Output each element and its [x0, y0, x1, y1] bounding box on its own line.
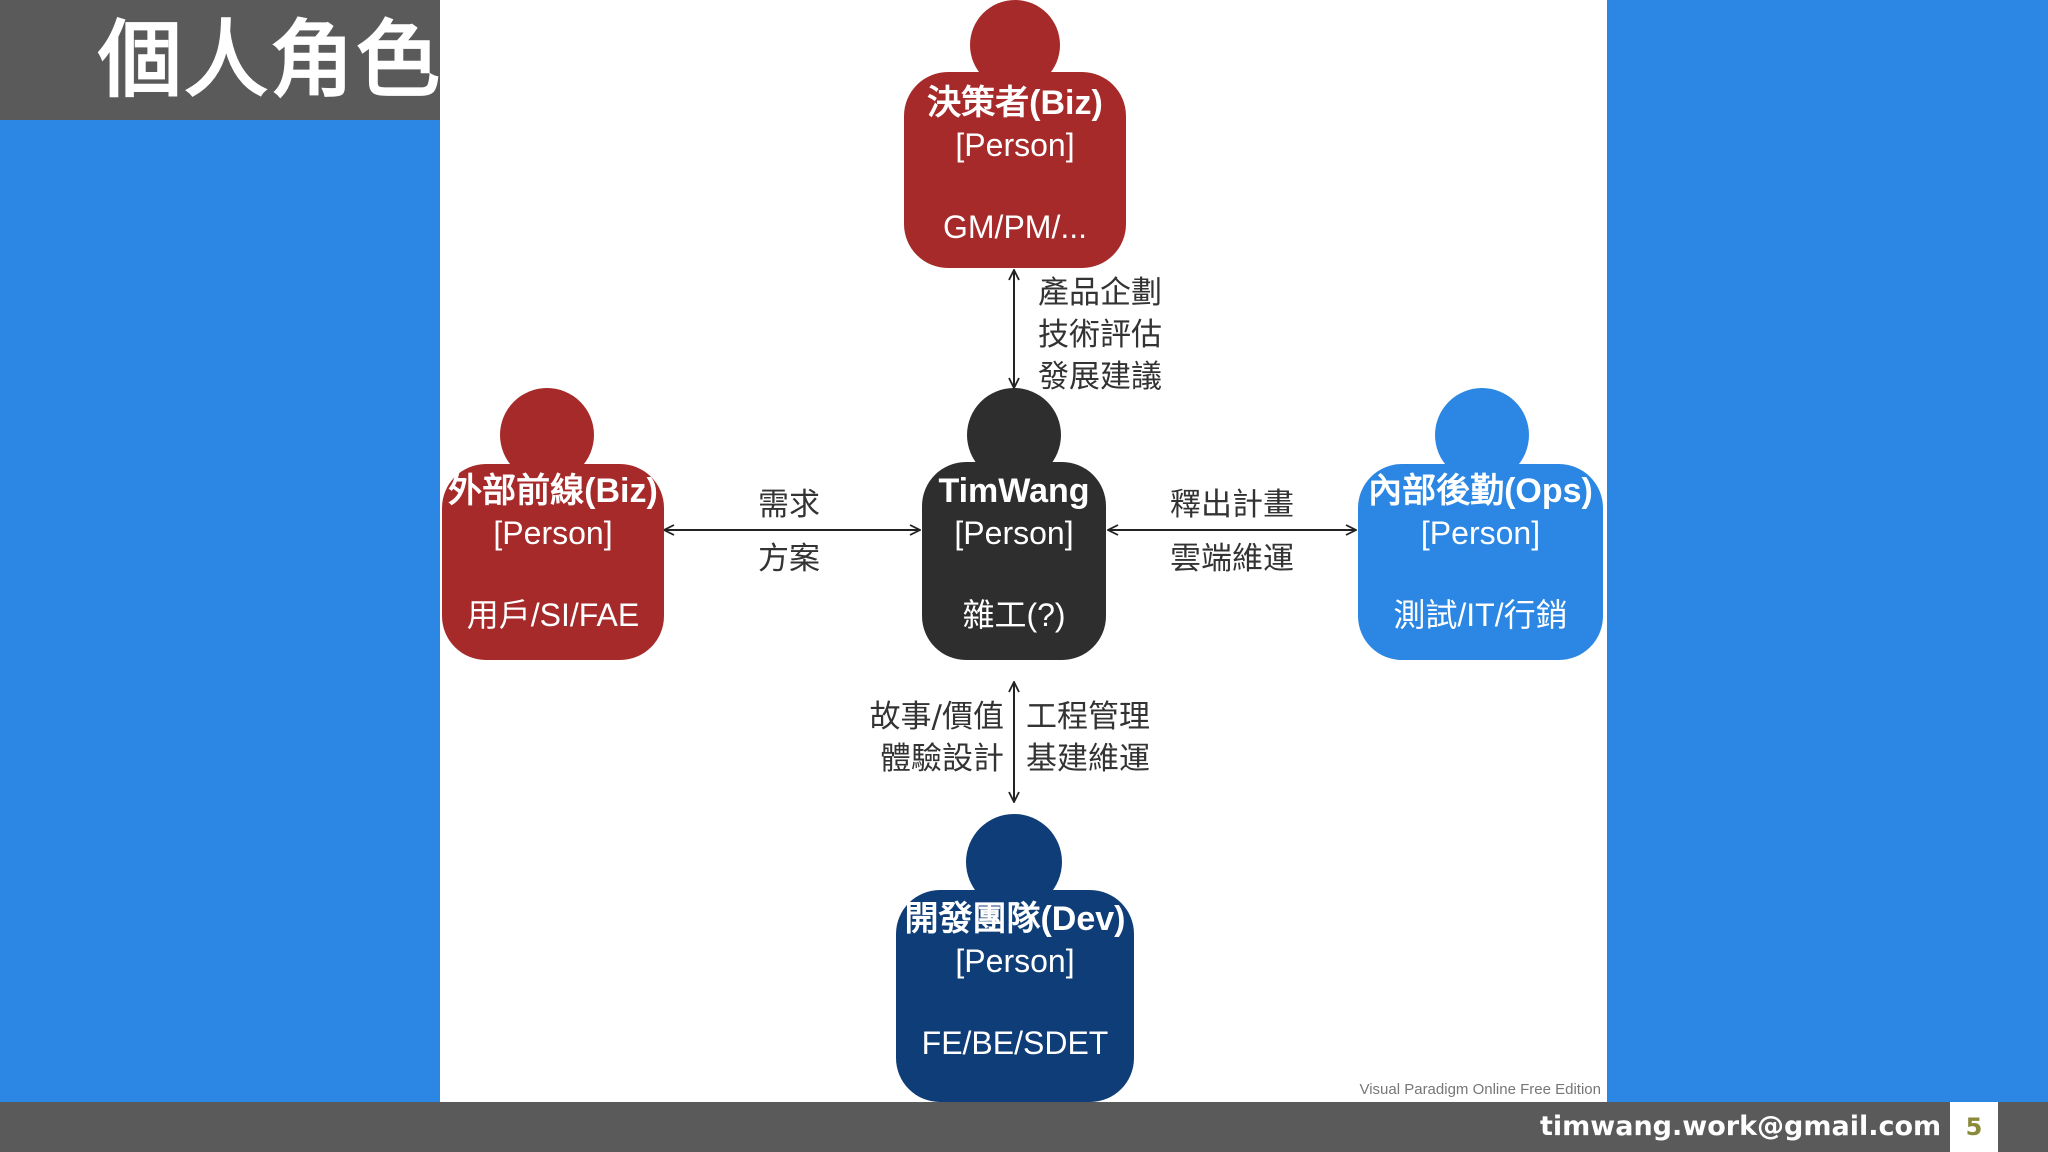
edge-label-top: 產品企劃 技術評估 發展建議 [1038, 272, 1162, 398]
person-body: 外部前線(Biz) [Person] 用戶/SI/FAE [442, 464, 664, 660]
person-desc: 雜工(?) [962, 597, 1066, 633]
person-body: 決策者(Biz) [Person] GM/PM/... [904, 72, 1126, 268]
edge-label-right-above: 釋出計畫 [1170, 487, 1294, 523]
edge-label-line: 產品企劃 [1038, 275, 1162, 311]
person-name: 內部後勤(Ops) [1368, 472, 1593, 510]
edge-label-line: 基建維運 [1026, 741, 1150, 777]
person-desc: 用戶/SI/FAE [466, 597, 640, 633]
edge-label-bottom-right: 工程管理 基建維運 [1026, 696, 1150, 780]
edge-label-line: 體驗設計 [880, 741, 1004, 777]
person-desc: 測試/IT/行銷 [1393, 597, 1568, 633]
edge-label-line: 故事/價值 [869, 699, 1004, 735]
person-name: 外部前線(Biz) [448, 472, 658, 510]
person-body: TimWang [Person] 雜工(?) [922, 462, 1106, 660]
footer-bar [0, 1102, 2048, 1152]
person-stereotype: [Person] [955, 943, 1075, 979]
person-name: 開發團隊(Dev) [904, 900, 1126, 938]
edge-label-right-below: 雲端維運 [1170, 541, 1294, 577]
person-stereotype: [Person] [493, 515, 613, 551]
diagram-canvas: 決策者(Biz) [Person] GM/PM/... 外部前線(Biz) [P… [440, 0, 1607, 1102]
person-internal-ops: 內部後勤(Ops) [Person] 測試/IT/行銷 [1358, 388, 1603, 674]
edge-label-line: 技術評估 [1038, 317, 1162, 353]
person-external-frontline: 外部前線(Biz) [Person] 用戶/SI/FAE [442, 388, 664, 674]
person-decision-maker: 決策者(Biz) [Person] GM/PM/... [904, 0, 1126, 270]
edge-label-left-above: 需求 [758, 487, 820, 523]
person-timwang: TimWang [Person] 雜工(?) [922, 388, 1106, 674]
person-stereotype: [Person] [954, 515, 1074, 551]
edge-label-line: 發展建議 [1038, 359, 1162, 395]
page-number: 5 [1950, 1102, 1998, 1152]
person-desc: FE/BE/SDET [921, 1025, 1109, 1061]
watermark-text: Visual Paradigm Online Free Edition [1359, 1081, 1601, 1098]
person-stereotype: [Person] [955, 127, 1075, 163]
edge-label-line: 工程管理 [1026, 699, 1150, 735]
person-name: TimWang [938, 472, 1090, 510]
connector-layer [440, 0, 1607, 1102]
footer-email: timwang.work@gmail.com [1540, 1111, 1942, 1142]
person-stereotype: [Person] [1420, 515, 1541, 551]
person-desc: GM/PM/... [943, 209, 1087, 245]
person-body: 內部後勤(Ops) [Person] 測試/IT/行銷 [1358, 464, 1603, 660]
person-dev-team: 開發團隊(Dev) [Person] FE/BE/SDET [896, 814, 1134, 1102]
edge-label-left-below: 方案 [758, 541, 820, 577]
edge-label-bottom-left: 故事/價值 體驗設計 [858, 696, 1004, 780]
person-body: 開發團隊(Dev) [Person] FE/BE/SDET [896, 890, 1134, 1102]
person-name: 決策者(Biz) [927, 84, 1103, 122]
